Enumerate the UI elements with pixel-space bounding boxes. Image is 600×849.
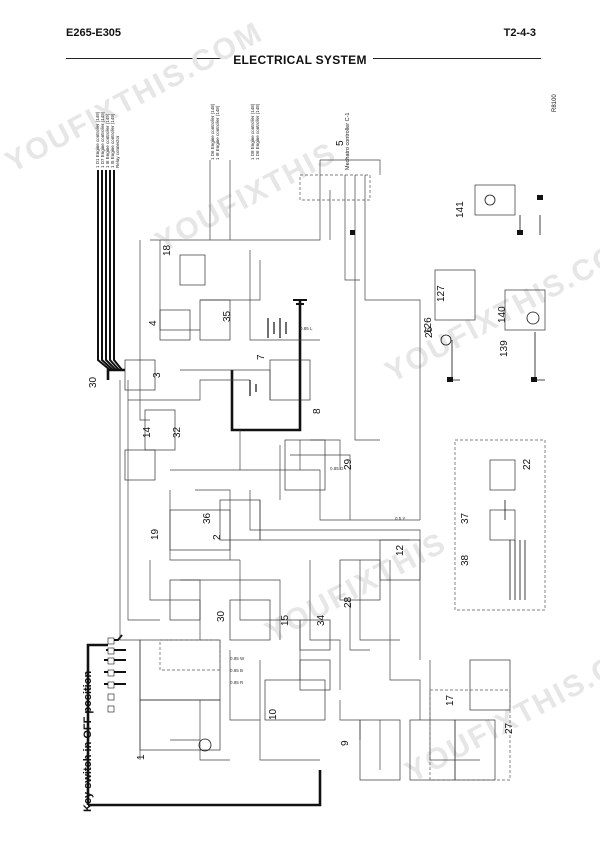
component-number: 1 [136,754,147,760]
battery-wire [230,320,302,432]
component-number: 9 [340,740,351,746]
component-number: 126 [423,317,434,334]
component-number: 27 [504,722,515,734]
page-number: T2-4-3 [503,27,536,39]
component-number: 14 [142,426,153,438]
section-title-bar: ELECTRICAL SYSTEM [0,51,600,69]
svg-text:0.5 Y: 0.5 Y [395,516,405,521]
model-header: E265-E305 [66,27,122,39]
component-number: 127 [436,285,447,302]
connector-label: Relay connector [115,135,120,168]
component-number: 38 [460,554,471,566]
component-number: 37 [460,512,471,524]
component-number: 140 [497,306,508,323]
component-number: 30 [216,610,227,622]
component-number: 22 [522,458,533,470]
svg-text:0.85 R: 0.85 R [230,680,244,685]
component-number: 15 [280,614,291,626]
reference-code: R8100 [552,94,558,112]
component-number: 10 [268,708,279,720]
section-title: ELECTRICAL SYSTEM [227,53,373,67]
component-number: 141 [455,201,466,218]
svg-text:0.85 G: 0.85 G [330,466,344,471]
component-number: 5 [335,140,346,146]
svg-text:0.85 W: 0.85 W [230,656,245,661]
component-number: 7 [256,354,267,360]
component-number: 28 [343,596,354,608]
component-number: 19 [150,528,161,540]
svg-text:0.85 B: 0.85 B [230,668,243,673]
component-number: 36 [202,512,213,524]
component-number: 139 [499,340,510,357]
component-number: 30 [88,376,99,388]
svg-text:0.85 L: 0.85 L [300,326,313,331]
component-number: 4 [148,320,159,326]
main-power-wire [88,770,322,807]
component-number: 12 [395,544,406,556]
component-number: 18 [162,244,173,256]
component-number: 17 [445,694,456,706]
component-number: 34 [316,614,327,626]
component-number: 2 [212,534,223,540]
connector-label: 1 D6 Engine controller (148) [255,103,260,160]
component-number: 32 [172,426,183,438]
connector-label: 1 I8 Engine controller (148) [215,105,220,160]
main-power-wire [86,643,108,805]
component-number: 29 [343,458,354,470]
component-number: 8 [312,408,323,414]
component-number: 35 [222,310,233,322]
diagram-side-title: Key switch in OFF position [82,670,94,812]
component-number: 3 [152,372,163,378]
